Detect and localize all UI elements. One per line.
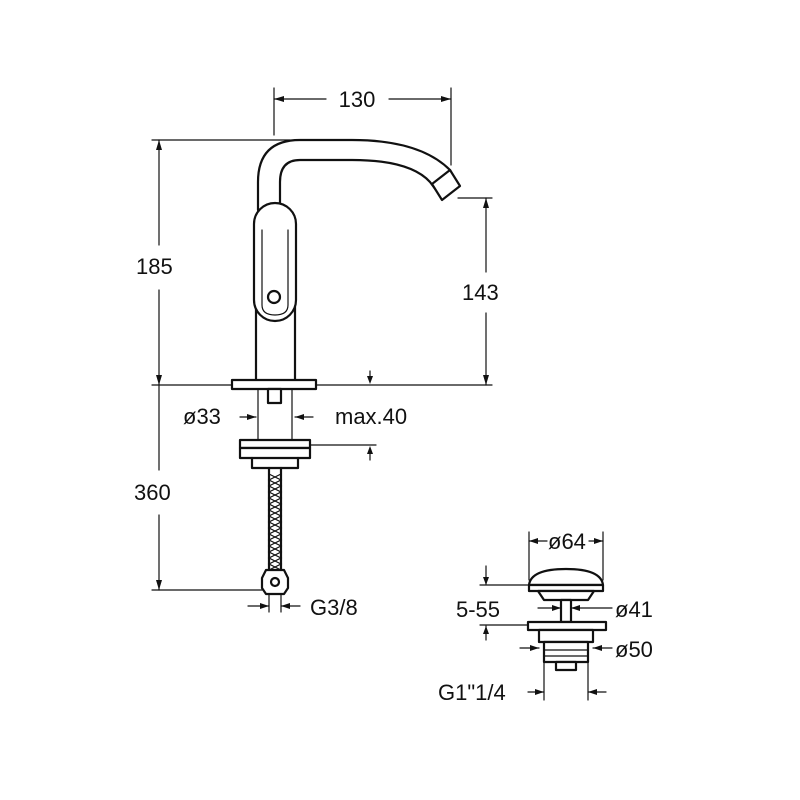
dim-spout-reach: 130 <box>339 87 376 112</box>
basin-mixer <box>230 138 462 596</box>
waste-flange <box>526 620 608 632</box>
waste-stem <box>559 598 573 624</box>
spout-outline <box>256 138 460 212</box>
nut-bottom <box>250 456 300 470</box>
spout-tip <box>430 168 462 202</box>
lever-handle <box>252 201 298 323</box>
fixing-washer <box>238 438 312 450</box>
waste-body <box>537 628 595 644</box>
stud-shaft <box>257 388 293 441</box>
waste-cap-underside <box>536 589 596 602</box>
click-clack-waste <box>526 567 608 672</box>
braided-hose <box>267 466 283 572</box>
dim-max-deck: max.40 <box>335 404 407 429</box>
dimension-lines <box>151 87 493 613</box>
waste-tail <box>554 660 578 672</box>
hose-nut-hole <box>269 576 281 588</box>
dim-base-diameter: ø33 <box>183 404 221 429</box>
dim-waste-thread: G1"1/4 <box>438 680 506 705</box>
base-plate <box>230 378 318 391</box>
dim-hose-connection: G3/8 <box>310 595 358 620</box>
dim-waste-cap: ø64 <box>548 529 586 554</box>
waste-nut-lines <box>543 649 589 657</box>
waste-lower-nut <box>542 640 590 664</box>
dim-total-height: 185 <box>136 254 173 279</box>
lever-inner <box>261 229 289 316</box>
mixer-body <box>254 298 297 382</box>
dim-spout-height: 143 <box>462 280 499 305</box>
lever-screw <box>266 289 282 305</box>
fixing-nut <box>238 446 312 460</box>
dim-waste-thickness: 5-55 <box>456 597 500 622</box>
dim-hose-length: 360 <box>134 480 171 505</box>
waste-dimension-lines <box>479 531 613 701</box>
fixing-stud <box>266 387 283 405</box>
dim-waste-flange: ø50 <box>615 637 653 662</box>
dim-waste-stem: ø41 <box>615 597 653 622</box>
waste-cap <box>527 567 605 587</box>
